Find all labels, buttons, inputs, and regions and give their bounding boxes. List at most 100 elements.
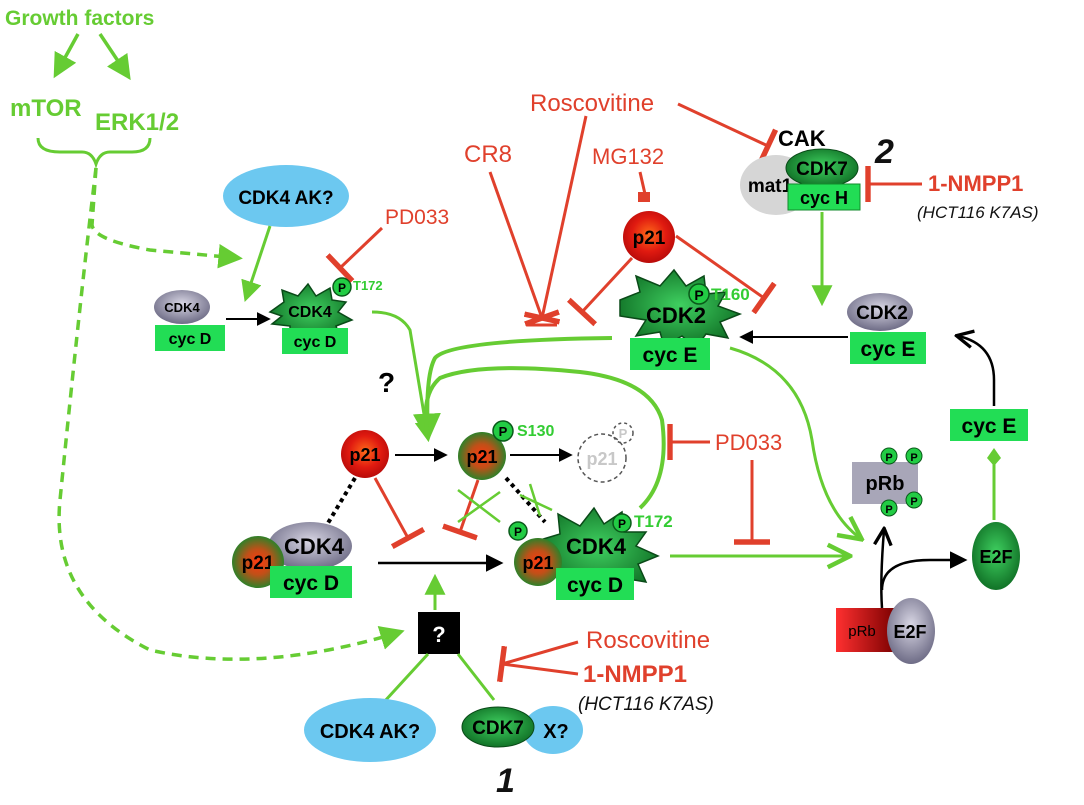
cdk4ak-bottom-oval (304, 698, 436, 762)
cych-box (787, 183, 861, 211)
cdk7-bottom-oval (461, 706, 535, 748)
cr8-label: CR8 (464, 141, 512, 168)
pd033-top-label: PD033 (385, 206, 449, 229)
phospho-prb-4 (905, 491, 923, 509)
prb-p-label: pRb (866, 473, 905, 495)
inhibit-roscovitine-bottom (501, 640, 579, 666)
hct116-top-label: (HCT116 K7AS) (917, 203, 1039, 222)
inhibit-p21top-cdk2 (566, 256, 634, 327)
p21-right-ball (514, 538, 562, 586)
inhibit-roscovitine-cak (677, 102, 779, 164)
cdk2-b-label: CDK2 (856, 303, 908, 324)
prb-label: pRb (848, 623, 876, 640)
t160-label: T160 (711, 285, 750, 304)
p-label-prb-1: P (885, 452, 892, 464)
p21-phospho-label: p21 (466, 447, 497, 467)
cycd-c-label: cyc D (283, 572, 339, 595)
mg132-to-p21 (638, 171, 647, 195)
p-label-prb-4: P (910, 496, 917, 508)
p-label-degraded: P (619, 426, 628, 441)
cdk4-gray-c (268, 522, 352, 570)
arrow-cdk4ak-to-cdk4 (241, 225, 272, 302)
mtor-label: mTOR (10, 95, 82, 122)
pd033-mid-label: PD033 (715, 430, 782, 455)
line-cdk4ak-to-question (382, 652, 430, 704)
cyce-b-box (850, 332, 926, 364)
curve-cdk2-to-prb (729, 346, 860, 538)
cyce-a-box (630, 338, 710, 370)
curve-cdk4-to-p21 (423, 366, 666, 510)
cyce-c-label: cyc E (962, 415, 1017, 438)
p21-left-label: p21 (242, 553, 275, 574)
arrow-gf-to-mtor (53, 33, 80, 79)
cycd-b-label: cyc D (294, 334, 337, 351)
cdk7-top-label: CDK7 (796, 159, 848, 180)
p21-right-label: p21 (522, 553, 553, 573)
num1-label: 1 (496, 762, 515, 800)
e2f-label: E2F (979, 547, 1012, 567)
t172-bottom-label: T172 (634, 512, 673, 531)
cdk2-star (619, 268, 743, 350)
line-cdk7-to-question (456, 653, 496, 701)
x-oval (523, 706, 583, 754)
cdk4ak-top-oval (223, 165, 349, 227)
cdk4-b-label: CDK4 (288, 304, 332, 321)
phospho-prb-3 (880, 499, 898, 517)
p21-degraded-ball (577, 433, 627, 483)
p-label-p21-right: P (514, 525, 522, 539)
cycd-c-box (270, 566, 352, 598)
prb-box (836, 608, 896, 652)
phospho-p21-s130 (492, 420, 514, 442)
cdk4-d-label: CDK4 (566, 534, 627, 559)
cycd-a-label: cyc D (169, 331, 212, 348)
cycd-b-box (282, 328, 348, 354)
mg132-label: MG132 (592, 144, 664, 169)
arrow-gf-to-erk (98, 33, 131, 81)
p-label-cdk2: P (694, 287, 703, 303)
cycd-d-box (556, 568, 634, 600)
p21-top-label: p21 (633, 228, 666, 249)
cyce-b-label: cyc E (861, 338, 916, 361)
p21-phospho-ball (458, 432, 506, 480)
phospho-degraded (612, 422, 634, 444)
inhibit-pd033-cdk4 (325, 226, 384, 283)
curve-cdk2-to-p21-outer (412, 336, 613, 442)
arrow-release-e2f (880, 551, 968, 591)
cak-label: CAK (778, 126, 826, 151)
dots-p21-cdk4 (323, 476, 357, 530)
e2f-gray-label: E2F (893, 622, 926, 642)
cross-line-4 (528, 483, 542, 517)
p-label-prb-3: P (885, 504, 892, 516)
mg132-block (638, 192, 650, 202)
arrow-e2f-head (987, 448, 1001, 466)
arrow-cdk4-to-p21 (371, 310, 436, 443)
e2f-oval (972, 522, 1020, 590)
erk-label: ERK1/2 (95, 109, 179, 136)
p21-mid-label: p21 (349, 445, 380, 465)
cdk2-a-label: CDK2 (646, 303, 706, 328)
s130-label: S130 (517, 423, 554, 440)
p-label-cdk4-top: P (338, 281, 346, 295)
num2-label: 2 (874, 133, 894, 171)
phospho-p21-right (508, 521, 528, 541)
phospho-prb-1 (880, 447, 898, 465)
p-label-cdk4-bottom: P (618, 517, 626, 531)
question-mid-label: ? (378, 367, 395, 398)
phospho-cdk4-bottom (612, 513, 632, 533)
phospho-cdk4-top (332, 277, 352, 297)
roscovitine-top-label: Roscovitine (530, 90, 654, 117)
cych-label: cyc H (800, 188, 848, 208)
cycd-d-label: cyc D (567, 574, 623, 597)
cdk4-a-label: CDK4 (164, 300, 200, 315)
cycd-a-box (155, 325, 225, 351)
inhibit-p21p-activation (442, 479, 480, 541)
growth-factors-label: Growth factors (5, 7, 154, 30)
inhibit-roscovitine-cdk2 (523, 115, 588, 325)
cdk2-gray-b (847, 293, 913, 331)
p21-top-ball (623, 211, 675, 263)
cdk4-gray-a (154, 290, 210, 324)
inhibit-p21-activation (373, 477, 426, 550)
t172-top-label: T172 (353, 278, 383, 293)
cdk4-c-label: CDK4 (284, 534, 345, 559)
